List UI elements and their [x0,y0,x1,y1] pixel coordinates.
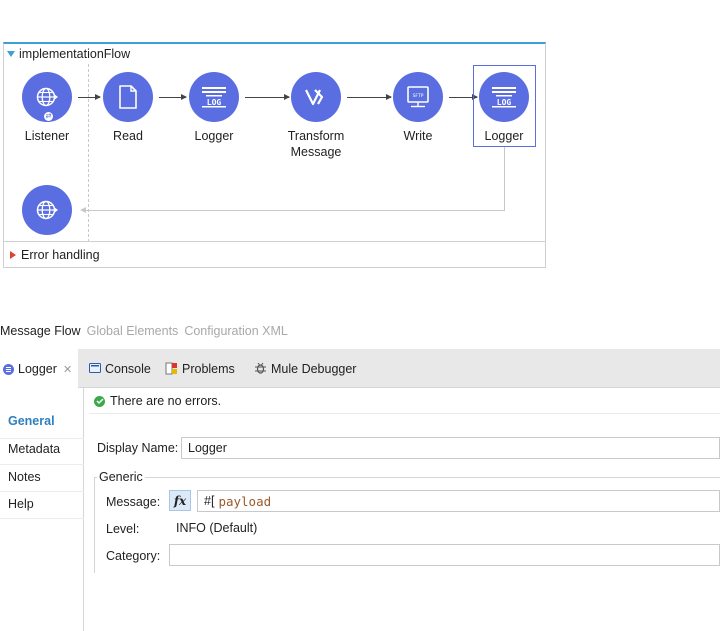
transform-icon [291,72,341,122]
tab-logger-label: Logger [18,362,57,376]
selection-frame [473,65,536,147]
properties-panel: Logger ✕ Console Problems [0,349,720,631]
console-icon [89,363,101,373]
error-handling-label: Error handling [21,247,100,262]
side-nav-notes[interactable]: Notes [8,470,41,484]
message-label: Message: [106,495,161,509]
tab-console-label: Console [105,361,151,376]
flow-arrow [245,94,290,100]
category-field[interactable] [169,544,720,566]
divider [0,518,84,519]
divider [89,413,720,414]
tab-problems-label: Problems [182,361,235,376]
status-row: There are no errors. [94,394,221,408]
divider [0,491,84,492]
flow-node-write[interactable]: SFTP Write [375,72,461,144]
problems-icon [165,362,177,375]
close-icon[interactable]: ✕ [62,363,73,376]
divider [0,464,84,465]
side-nav: General Metadata Notes Help [0,388,84,631]
globe-icon: ⇄ [22,72,72,122]
flow-node-response[interactable] [4,185,90,235]
flow-node-logger[interactable]: LOG Logger [171,72,257,144]
collapse-triangle-icon[interactable] [7,51,15,57]
flow-arrow [78,94,101,100]
side-nav-general[interactable]: General [8,414,55,428]
generic-group-label: Generic [97,470,145,484]
side-nav-help[interactable]: Help [8,497,34,511]
return-arrow [80,207,86,213]
flow-node-logger-selected[interactable]: LOG Logger [461,72,547,144]
message-expression-field[interactable]: #[ payload [197,490,720,512]
source-badge-icon: ⇄ [43,111,54,122]
tab-console[interactable]: Console [89,349,151,388]
expression-prefix: #[ [204,494,215,508]
display-name-field[interactable]: Logger [181,437,720,459]
node-label: Write [403,129,433,143]
flow-arrow [449,94,478,100]
tab-configuration-xml[interactable]: Configuration XML [184,324,288,338]
tab-mule-debugger-label: Mule Debugger [271,361,357,376]
error-handling-section[interactable]: Error handling [4,241,545,267]
flow-node-read[interactable]: Read [85,72,171,144]
flow-canvas: implementationFlow ⇄ Listener Read [3,42,546,268]
log-icon: LOG [479,72,529,122]
node-label: Read [113,129,143,143]
tab-logger[interactable]: Logger ✕ [0,349,79,389]
return-path-line [504,147,505,210]
flow-arrow [347,94,392,100]
flow-node-listener[interactable]: ⇄ Listener [4,72,90,144]
divider [0,438,84,439]
log-icon: LOG [189,72,239,122]
expand-triangle-icon[interactable] [10,250,16,259]
tab-mule-debugger[interactable]: Mule Debugger [254,349,356,388]
fx-toggle-button[interactable]: fx [169,490,191,511]
level-value: INFO (Default) [176,521,258,535]
display-name-value: Logger [188,441,227,455]
display-name-label: Display Name: [97,441,179,455]
generic-group [94,477,720,573]
svg-text:SFTP: SFTP [413,93,424,99]
expression-value: payload [218,493,272,509]
flow-node-transform-message[interactable]: Transform Message [273,72,359,160]
tab-problems[interactable]: Problems [165,349,235,388]
tab-global-elements[interactable]: Global Elements [86,324,179,338]
panel-tabbar: Logger ✕ Console Problems [0,349,720,389]
svg-text:LOG: LOG [207,98,222,107]
status-text: There are no errors. [110,394,222,408]
file-icon [103,72,153,122]
node-label: Transform Message [287,129,345,159]
globe-icon [22,185,72,235]
tab-message-flow[interactable]: Message Flow [0,324,81,338]
node-label: Listener [24,129,70,143]
logger-icon [3,363,14,375]
check-circle-icon [94,395,105,407]
level-label: Level: [106,522,140,536]
sftp-icon: SFTP [393,72,443,122]
category-label: Category: [106,549,161,563]
flow-title-label: implementationFlow [19,47,131,61]
return-path-line [84,210,505,211]
source-separator [88,64,89,242]
flow-arrow [159,94,187,100]
editor-tabs: Message Flow Global Elements Configurati… [0,324,288,338]
flow-title[interactable]: implementationFlow [7,47,130,61]
level-select[interactable]: INFO (Default) [169,517,720,539]
side-nav-metadata[interactable]: Metadata [8,442,61,456]
node-label: Logger [194,129,234,143]
svg-text:LOG: LOG [497,98,512,107]
debugger-icon [255,362,266,374]
node-label: Logger [484,129,524,143]
